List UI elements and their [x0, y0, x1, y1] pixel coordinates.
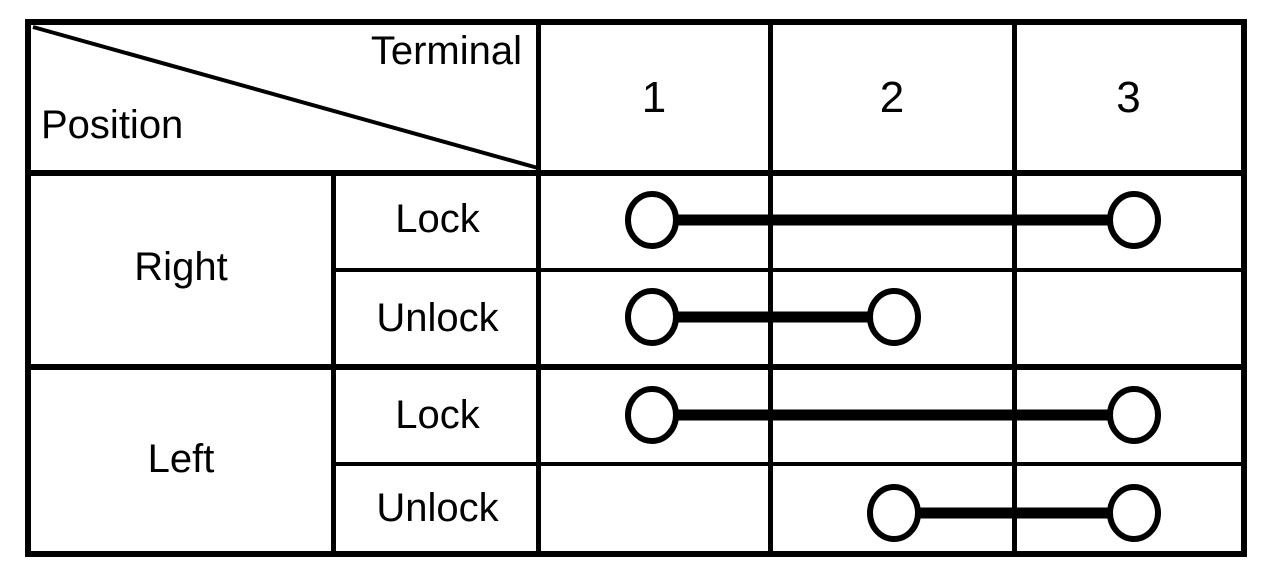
grid-vline-terminal2-terminal3 — [1012, 25, 1017, 551]
position-label-right: Right — [134, 244, 228, 289]
grid-vline-state-terminal1 — [536, 25, 541, 551]
corner-diagonal-divider — [32, 25, 539, 170]
contact-node-right-lock-terminal-3 — [1107, 191, 1161, 249]
contact-node-right-unlock-terminal-1 — [625, 288, 679, 346]
contact-node-right-lock-terminal-1 — [625, 191, 679, 249]
grid-vline-position-state — [331, 170, 336, 551]
position-label-left: Left — [147, 437, 215, 481]
contact-node-left-unlock-terminal-2 — [867, 484, 921, 542]
terminal-header-3: 3 — [1116, 72, 1141, 122]
contact-node-left-lock-terminal-1 — [625, 386, 679, 444]
grid-hline-left-lock-unlock — [331, 462, 1241, 466]
contact-node-left-unlock-terminal-3 — [1107, 484, 1161, 542]
state-label-left-unlock: Unlock — [376, 486, 499, 530]
corner-header-cell: Terminal Position — [31, 25, 540, 170]
state-label-left-lock: Lock — [395, 392, 480, 437]
grid-hline-right-left — [31, 364, 1241, 370]
switch-continuity-table: Terminal Position 1 2 3 Right Left Lock … — [25, 19, 1247, 557]
row-header-position-label: Position — [41, 103, 184, 147]
state-label-right-lock: Lock — [395, 196, 480, 241]
state-label-right-unlock: Unlock — [376, 295, 499, 340]
terminal-header-2: 2 — [879, 72, 905, 122]
grid-hline-header-bottom — [31, 170, 1241, 176]
grid-hline-right-lock-unlock — [331, 268, 1241, 272]
column-header-terminal-label: Terminal — [370, 29, 522, 73]
terminal-header-1: 1 — [641, 72, 667, 122]
grid-vline-terminal1-terminal2 — [768, 25, 773, 551]
contact-node-right-unlock-terminal-2 — [867, 288, 921, 346]
contact-node-left-lock-terminal-3 — [1107, 386, 1161, 444]
